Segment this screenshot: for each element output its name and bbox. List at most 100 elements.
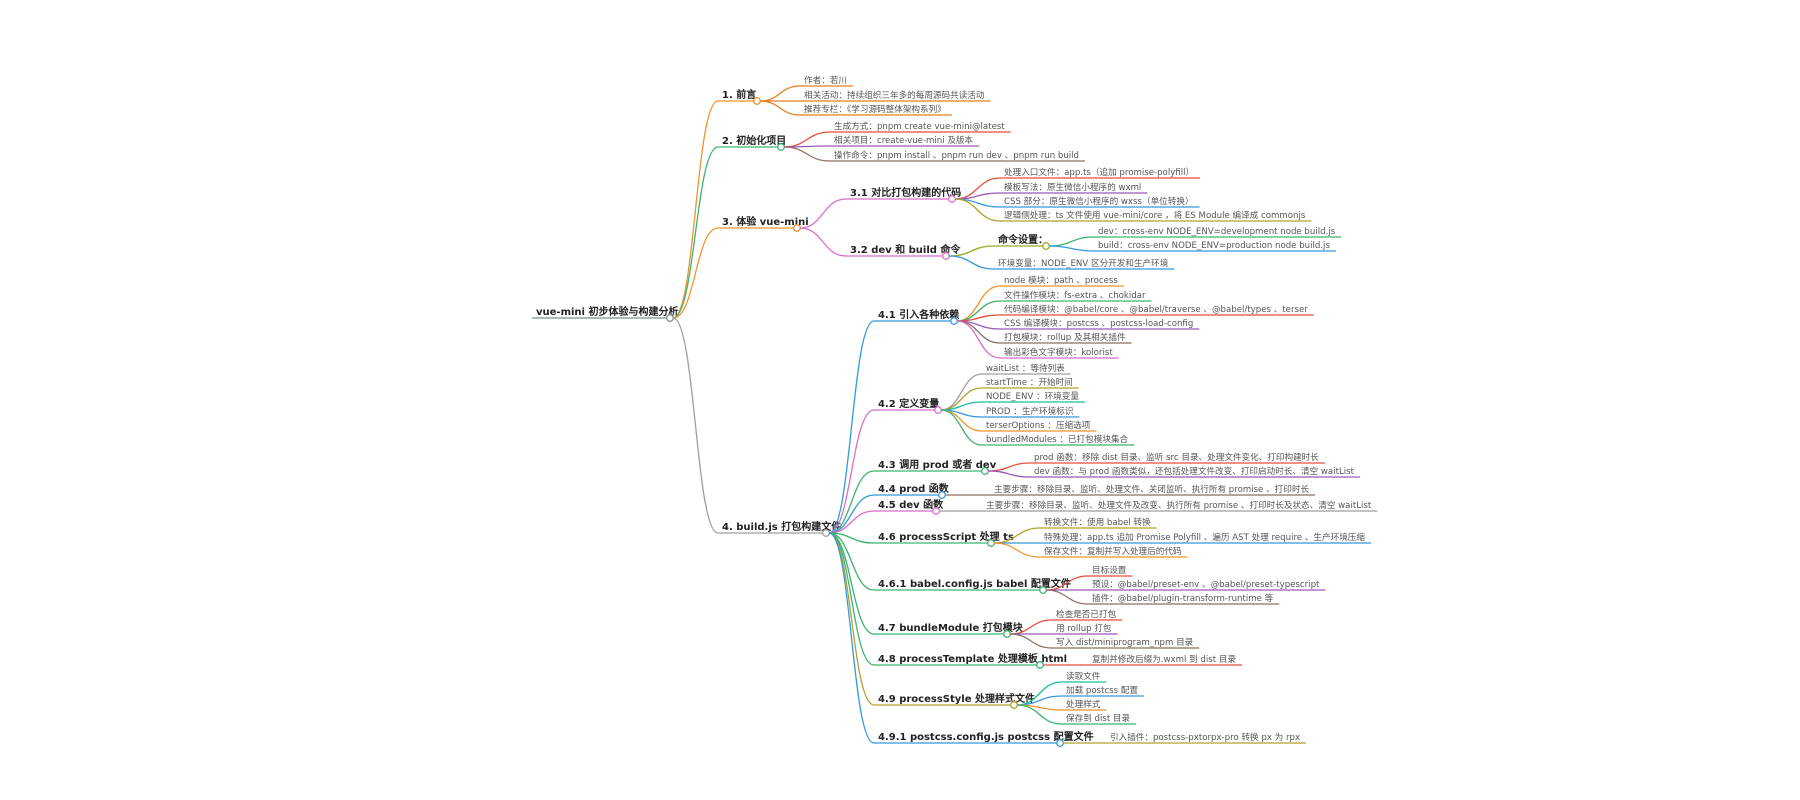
leaf-node: 目标设置 [1092,564,1127,576]
branch-node-dot [1039,586,1047,594]
leaf-node: node 模块：path 、process [1004,274,1118,286]
leaf-node: 读取文件 [1066,670,1101,682]
leaf-node: dev 函数：与 prod 函数类似，还包括处理文件改变、打印启动时长、清空 w… [1034,465,1355,477]
leaf-link [948,255,995,270]
leaf-link [1048,245,1095,252]
branch-link [828,532,875,544]
branch-node-dot [1056,739,1064,747]
branch-node: 4.2 定义变量 [878,397,939,410]
branch-link [828,532,875,591]
branch-node-dot [950,317,958,325]
branch-link [828,470,875,534]
leaf-node: 用 rollup 打包 [1056,622,1112,634]
branch-node-dot [822,529,830,537]
branch-link [672,317,719,534]
branch-node: 4. build.js 打包构建文件 [722,520,841,533]
leaf-node: terserOptions ：压缩选项 [986,419,1091,431]
leaf-node: 保存到 dist 目录 [1066,712,1131,724]
root-node: vue-mini 初步体验与构建分析 [536,305,678,318]
branch-node-dot [1010,701,1018,709]
leaf-link [954,198,1001,222]
leaf-link [987,470,1031,478]
branch-node-dot [932,507,940,515]
branch-link [828,510,875,534]
leaf-node: 输出彩色文字模块：kolorist [1004,346,1113,358]
leaf-link [783,146,831,162]
leaf-link [783,131,831,148]
branch-link [672,227,719,319]
branch-link [799,198,847,229]
leaf-node: PROD ：生产环境标识 [986,405,1074,417]
branch-link [828,532,875,744]
branch-node-dot [934,406,942,414]
branch-link [672,100,719,319]
leaf-node: 引入插件：postcss-pxtorpx-pro 转换 px 为 rpx [1110,731,1300,743]
leaf-node: 相关活动：持续组织三年多的每周源码共读活动 [804,89,985,101]
branch-node-dot [1042,242,1050,250]
leaf-node: 写入 dist/miniprogram_npm 目录 [1056,637,1194,648]
leaf-link [940,373,983,411]
leaf-node: 插件：@babel/plugin-transform-runtime 等 [1092,592,1274,604]
branch-node: 3.2 dev 和 build 命令 [850,243,961,256]
leaf-node: 保存文件：复制并写入处理后的代码 [1044,545,1182,557]
leaf-node: 作者：若川 [804,74,847,86]
leaf-link [759,100,801,116]
leaf-link [1048,236,1095,247]
branch-node: 4.9.1 postcss.config.js postcss 配置文件 [878,730,1094,743]
branch-node: 命令设置： [997,233,1048,246]
leaf-node: 逻辑侧处理：ts 文件使用 vue-mini/core ，将 ES Module… [1004,209,1306,221]
leaf-node: 环境变量：NODE_ENV 区分开发和生产环境 [998,257,1169,269]
branch-link [672,146,719,319]
leaf-node: 处理样式 [1066,698,1101,710]
leaf-node: 推荐专栏：《学习源码整体架构系列》 [804,103,946,115]
leaf-node: 预设：@babel/preset-env 、@babel/preset-type… [1092,579,1320,590]
leaf-link [1009,633,1053,649]
leaf-node: 主要步骤：移除目录、监听、处理文件及改变、执行所有 promise 、打印时长及… [986,499,1372,511]
leaf-node: CSS 部分：原生微信小程序的 wxss（单位转换） [1004,195,1194,207]
branch-node-dot [942,252,950,260]
leaf-node: 打包模块：rollup 及其相关插件 [1004,331,1126,343]
leaf-link [954,192,1001,200]
branch-node: 4.9 processStyle 处理样式文件 [878,692,1035,705]
leaf-node: 复制并修改后缀为.wxml 到 dist 目录 [1092,653,1236,665]
branch-node: 2. 初始化项目 [722,134,786,147]
branch-node: 4.4 prod 函数 [878,482,950,495]
branch-node-dot [938,491,946,499]
branch-node: 4.3 调用 prod 或者 dev [878,458,997,471]
branch-node-dot [753,97,761,105]
leaf-node: 检查是否已打包 [1056,608,1117,620]
leaf-link [940,409,983,446]
branch-node-dot [948,195,956,203]
branch-node: 4.6.1 babel.config.js babel 配置文件 [878,577,1071,590]
branch-node: 4.5 dev 函数 [878,498,944,511]
leaf-link [1016,704,1063,725]
branch-link [828,409,875,534]
branch-link [799,227,847,257]
branch-node: 4.1 引入各种依赖 [878,308,959,321]
leaf-node: startTime ：开始时间 [986,376,1073,388]
leaf-node: 模板写法：原生微信小程序的 wxml [1004,181,1141,193]
branch-link [828,320,875,534]
leaf-node: 文件操作模块：fs-extra 、chokidar [1004,289,1146,301]
leaf-node: 生成方式：pnpm create vue-mini@latest [834,120,1005,132]
leaf-node: prod 函数：移除 dist 目录、监听 src 目录、处理文件变化、打印构建… [1034,451,1319,463]
branch-node-dot [1036,661,1044,669]
leaf-node: waitList ：等待列表 [986,362,1065,374]
branch-link [828,532,875,706]
leaf-link [1045,589,1089,605]
branch-node-dot [777,143,785,151]
branch-node: 4.6 processScript 处理 ts [878,530,1014,543]
branch-node: 1. 前言 [722,88,756,101]
leaf-link [956,320,1001,359]
leaf-node: 代码编译模块：@babel/core 、@babel/traverse 、@ba… [1004,303,1308,315]
leaf-node: 特殊处理：app.ts 追加 Promise Polyfill 、遍历 AST … [1044,531,1365,543]
leaf-node: 加载 postcss 配置 [1066,684,1138,696]
leaf-link [993,542,1041,558]
leaf-node: CSS 编译模块：postcss 、postcss-load-config [1004,317,1193,329]
branch-node-dot [981,467,989,475]
branch-node: 4.7 bundleModule 打包模块 [878,621,1024,634]
branch-node-dot [793,224,801,232]
branch-node-dot [1003,630,1011,638]
leaf-node: 转换文件：使用 babel 转换 [1044,516,1151,528]
